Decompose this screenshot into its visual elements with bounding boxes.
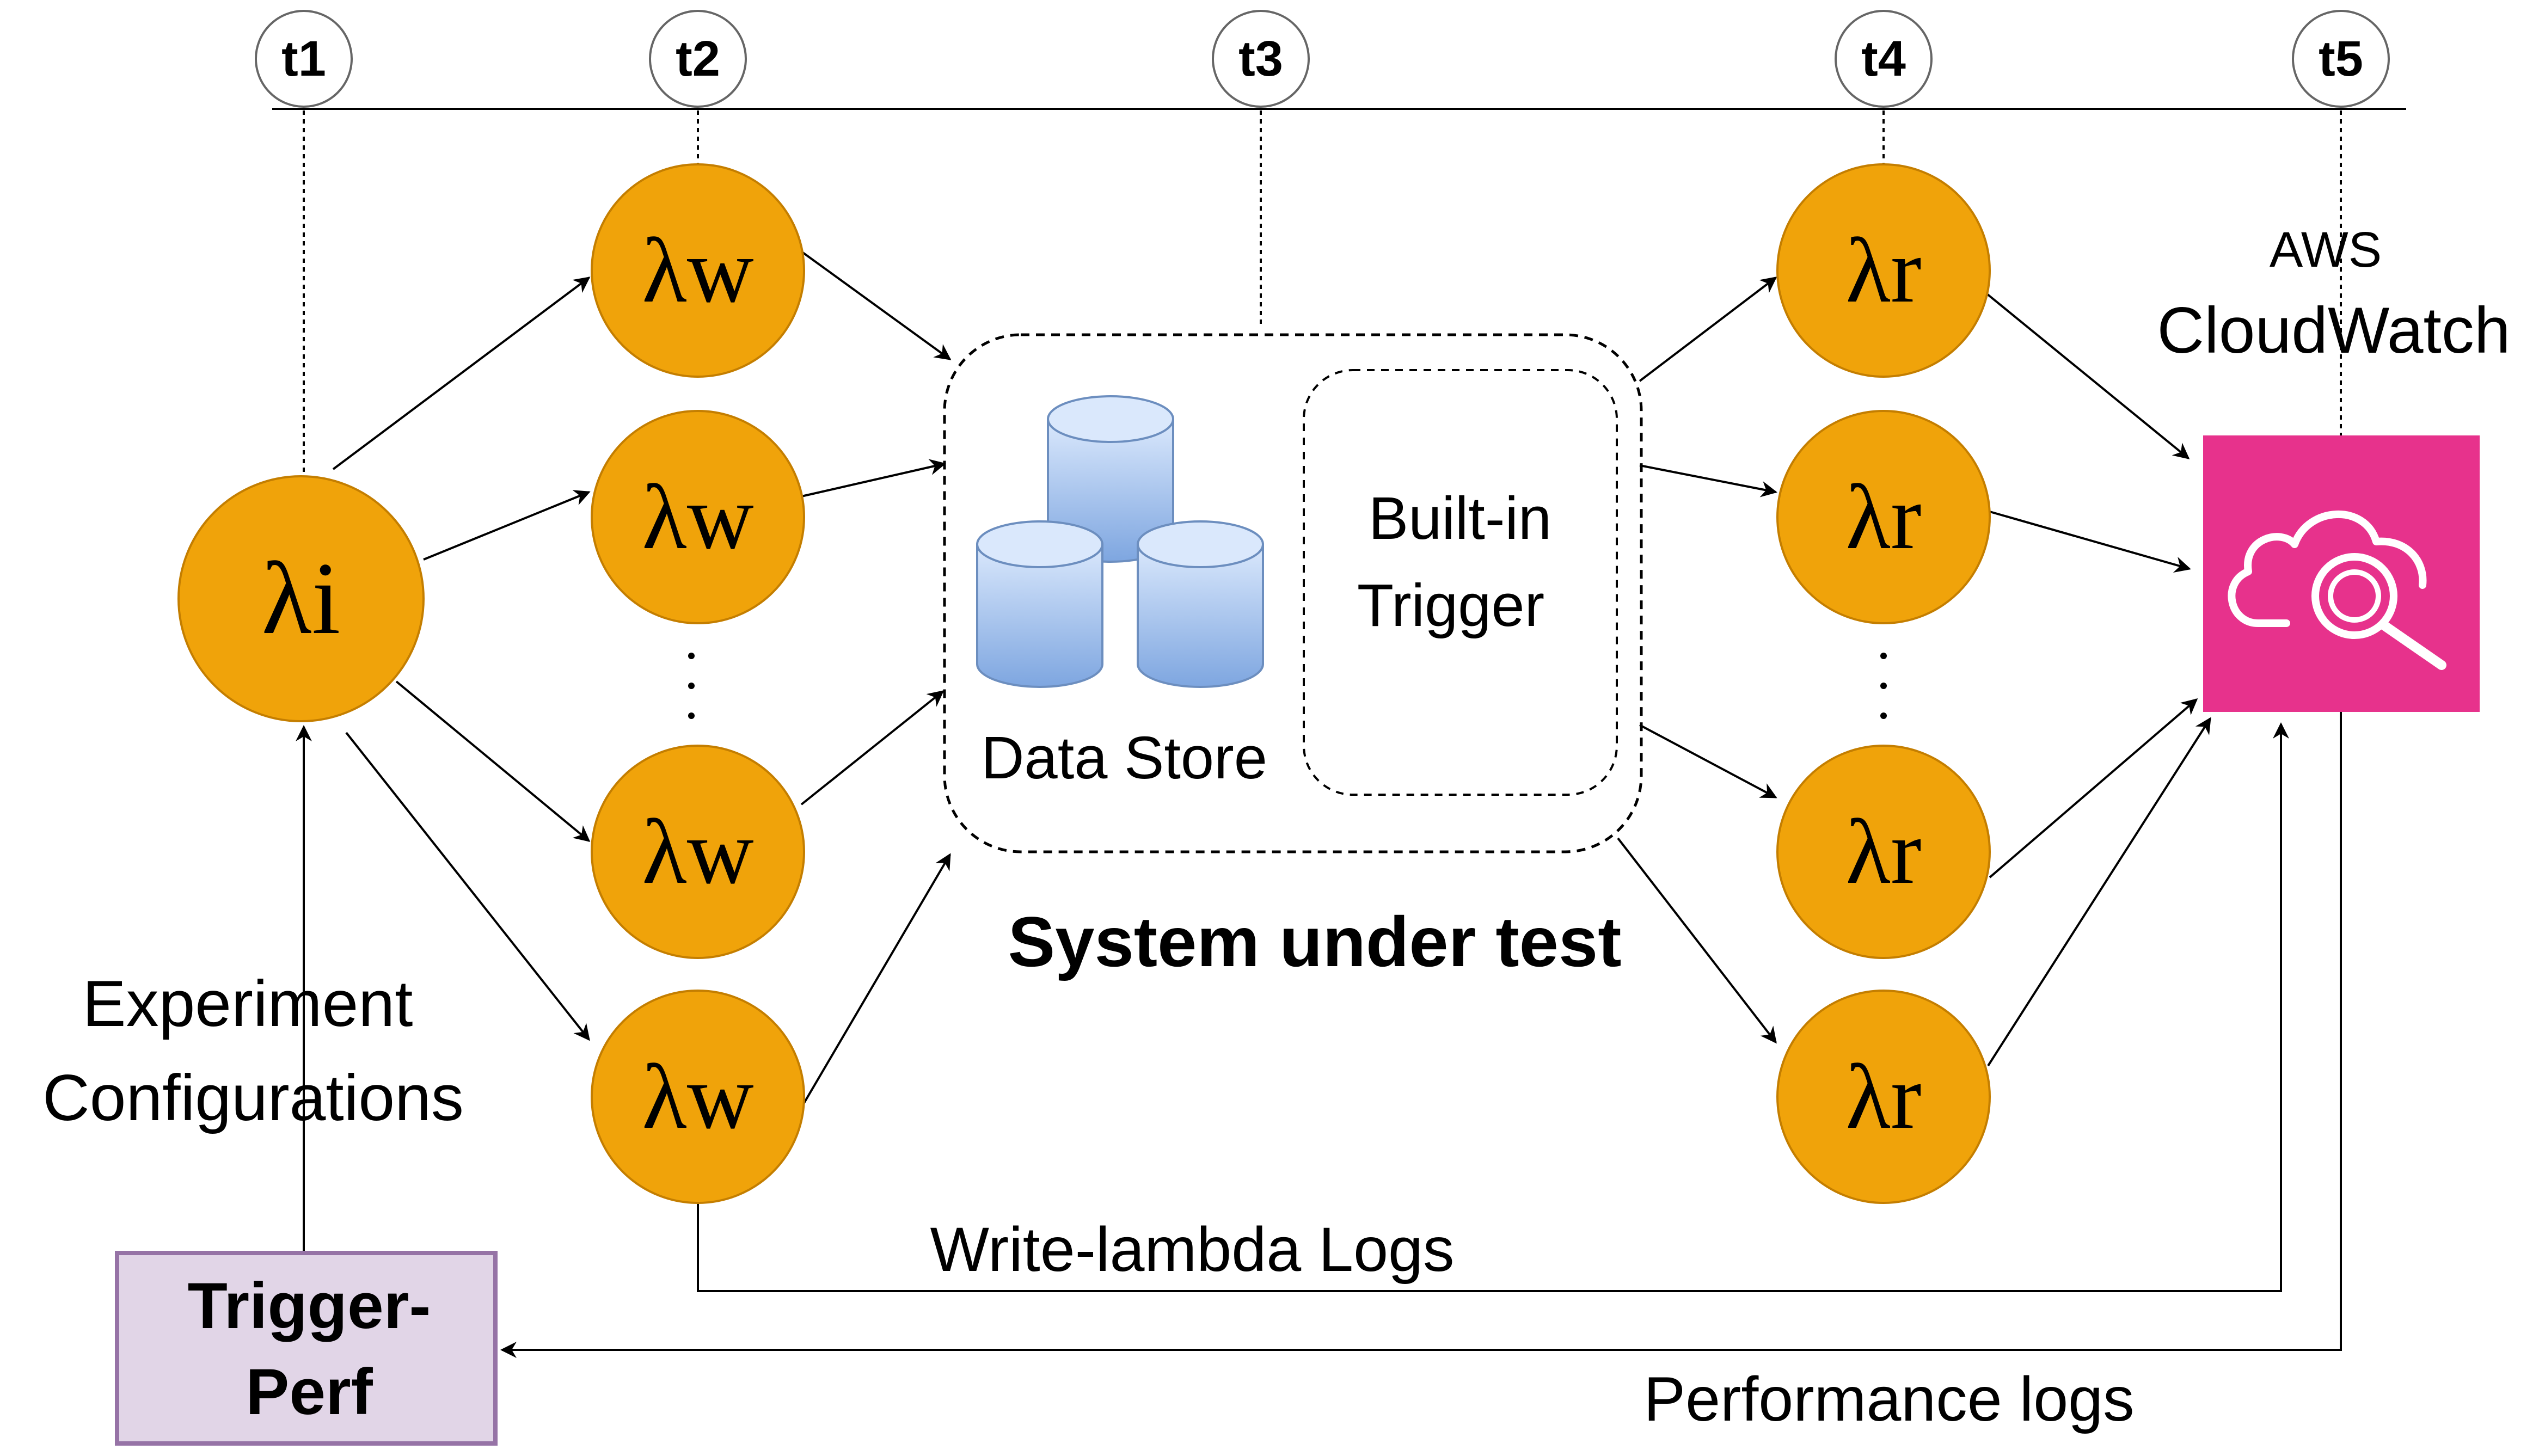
experiment-label-line1: Experiment xyxy=(83,967,413,1040)
arrow-reader-3-to-cloudwatch xyxy=(1989,698,2198,878)
cloudwatch: AWS CloudWatch xyxy=(2157,222,2511,712)
arrow-reader-1-to-cloudwatch xyxy=(1986,293,2190,459)
arrow-init-to-writer-3 xyxy=(395,680,591,842)
timeline: t1 t2 t3 t4 t5 xyxy=(255,10,2406,474)
reader-ellipsis xyxy=(1880,653,1887,719)
cloudwatch-label-line2: CloudWatch xyxy=(2157,294,2510,367)
lambda-reader-label: λr xyxy=(1845,801,1921,903)
marker-t5-label: t5 xyxy=(2319,31,2363,87)
marker-t1-label: t1 xyxy=(281,31,326,87)
arrow-sut-to-reader-2 xyxy=(1639,464,1777,497)
connectors xyxy=(296,250,2342,1358)
trigger-perf-label-line2: Perf xyxy=(246,1355,373,1428)
lambda-reader-1: λr xyxy=(1776,163,1991,378)
arrow-init-to-writer-2 xyxy=(423,490,591,561)
arrow-reader-2-to-cloudwatch xyxy=(1989,511,2191,573)
lambda-reader-4: λr xyxy=(1776,990,1991,1204)
arrow-init-to-writer-4 xyxy=(345,732,590,1041)
lambda-writer-label: λw xyxy=(642,219,753,322)
timeline-marker-t1: t1 xyxy=(255,10,353,108)
write-lambda-logs-label: Write-lambda Logs xyxy=(930,1215,1454,1285)
system-under-test-label: System under test xyxy=(1008,902,1621,981)
arrow-write-lambda-logs xyxy=(697,722,2289,1292)
lambda-reader-label: λr xyxy=(1845,219,1921,322)
arrow-sut-to-reader-1 xyxy=(1639,277,1777,382)
lambda-writer-label: λw xyxy=(642,1046,753,1148)
performance-logs-label: Performance logs xyxy=(1643,1365,2134,1434)
lambda-writer-label: λw xyxy=(642,801,753,903)
timeline-marker-t5: t5 xyxy=(2292,10,2390,108)
built-in-trigger-label-line1: Built-in xyxy=(1369,485,1551,552)
arrow-writer-2-to-sut xyxy=(801,459,946,497)
lambda-initiator-label: λi xyxy=(262,542,341,656)
arrow-writer-1-to-sut xyxy=(800,250,952,360)
lambda-writer-4: λw xyxy=(591,990,805,1204)
writer-ellipsis xyxy=(688,653,695,719)
data-store-label: Data Store xyxy=(981,724,1267,791)
arrow-reader-4-to-cloudwatch xyxy=(1987,717,2211,1067)
timeline-marker-t2: t2 xyxy=(649,10,747,108)
built-in-trigger-box xyxy=(1303,369,1618,796)
lambda-reader-3: λr xyxy=(1776,745,1991,959)
experiment-configurations: Experiment Configurations xyxy=(42,967,464,1134)
lambda-initiator: λi xyxy=(177,475,425,722)
trigger-perf-label-line1: Trigger- xyxy=(188,1269,431,1342)
cloudwatch-label-line1: AWS xyxy=(2270,222,2382,278)
marker-t4-label: t4 xyxy=(1861,31,1906,87)
cloudwatch-search-icon xyxy=(2228,511,2446,670)
data-store-icon xyxy=(976,395,1264,688)
system-under-test: Built-in Trigger Data Store System under… xyxy=(943,333,1643,981)
lambda-reader-label: λr xyxy=(1845,1046,1921,1148)
lambda-reader-label: λr xyxy=(1845,466,1921,568)
trigger-perf: Trigger- Perf xyxy=(115,1251,498,1446)
marker-t2-label: t2 xyxy=(676,31,720,87)
lambda-writer-label: λw xyxy=(642,466,753,568)
built-in-trigger-label-line2: Trigger xyxy=(1357,572,1544,639)
timeline-marker-t4: t4 xyxy=(1835,10,1933,108)
timeline-marker-t3: t3 xyxy=(1212,10,1310,108)
lambda-writer-2: λw xyxy=(591,410,805,624)
arrow-init-to-writer-1 xyxy=(332,277,591,470)
lambda-reader-2: λr xyxy=(1776,410,1991,624)
arrow-sut-to-reader-3 xyxy=(1639,724,1777,798)
experiment-label-line2: Configurations xyxy=(42,1061,464,1134)
arrow-writer-3-to-sut xyxy=(800,690,945,806)
marker-t3-label: t3 xyxy=(1238,31,1283,87)
arrow-performance-logs xyxy=(500,712,2342,1358)
lambda-writer-3: λw xyxy=(591,745,805,959)
arrow-sut-to-reader-4 xyxy=(1617,837,1777,1044)
lambda-writer-1: λw xyxy=(591,163,805,378)
arrow-writer-4-to-sut xyxy=(800,853,951,1109)
